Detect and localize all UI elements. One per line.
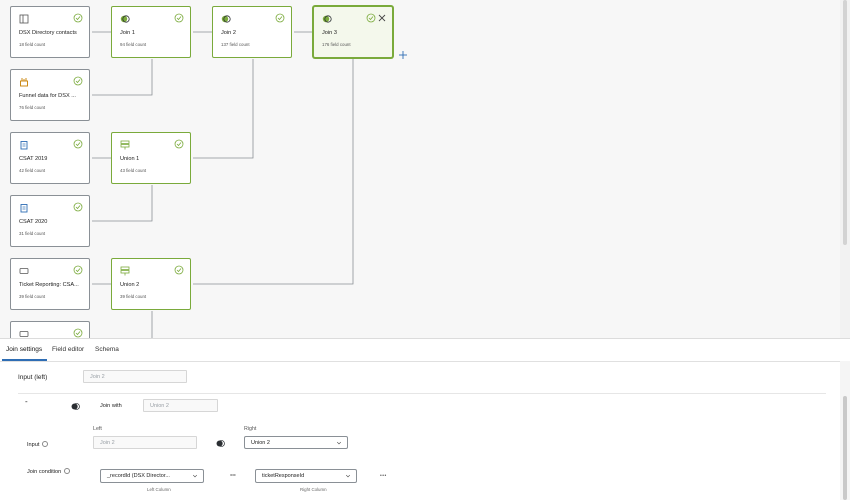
node-union-1[interactable]: Union 1 43 field count (111, 132, 191, 184)
chevron-down-icon (336, 441, 342, 445)
node-connectors (92, 31, 354, 338)
info-icon[interactable] (64, 468, 71, 474)
equals-operator: == (230, 473, 236, 479)
input-right-select[interactable]: Union 2 (244, 436, 348, 449)
properties-panel: Join settings Field editor Schema Input … (0, 338, 850, 500)
node-field-count: 39 field count (19, 294, 46, 299)
node-title: Union 2 (120, 282, 140, 288)
input-label: Input (27, 441, 49, 448)
node-field-count: 176 field count (322, 42, 351, 47)
node-field-count: 76 field count (19, 105, 46, 110)
node-union-2[interactable]: Union 2 39 field count (111, 258, 191, 310)
right-column-select-value: ticketResponseId (262, 473, 305, 479)
left-column-caption: Left Column (147, 487, 171, 492)
pipeline-canvas[interactable]: DSX Directory contacts 18 field count Jo… (0, 0, 840, 338)
right-column-caption: Right Column (300, 487, 327, 492)
check-circle-icon (275, 13, 285, 23)
check-circle-icon (73, 139, 83, 149)
node-title: Ticket Reporting: CSA... (19, 282, 79, 288)
node-partial-source[interactable] (10, 321, 90, 338)
node-field-count: 137 field count (221, 42, 250, 47)
left-column-select-value: _recordId (DSX Director... (107, 473, 170, 479)
active-tab-indicator (2, 359, 47, 361)
check-circle-icon (73, 202, 83, 212)
node-title: Join 3 (322, 30, 337, 36)
clipboard-icon (20, 141, 28, 150)
tab-schema[interactable]: Schema (95, 346, 119, 353)
node-title: CSAT 2020 (19, 219, 48, 225)
node-field-count: 18 field count (19, 42, 46, 47)
panel-scrollbar-thumb[interactable] (843, 396, 847, 500)
funnel-data-icon (20, 78, 28, 87)
clipboard-icon (20, 204, 28, 213)
more-options-button[interactable]: ••• (380, 473, 387, 479)
check-circle-icon (73, 76, 83, 86)
union-icon (120, 140, 130, 150)
join-with-field: Union 2 (143, 399, 218, 412)
node-title: Join 1 (120, 30, 135, 36)
join-icon (322, 15, 332, 23)
close-icon[interactable] (377, 13, 387, 23)
input-left-field: Join 2 (83, 370, 187, 383)
join-icon (221, 15, 231, 23)
node-field-count: 31 field count (19, 231, 46, 236)
join-type-icon (216, 440, 225, 447)
node-dsx-directory-contacts[interactable]: DSX Directory contacts 18 field count (10, 6, 90, 58)
section-divider (18, 393, 826, 394)
join-icon (120, 15, 130, 23)
info-icon[interactable] (42, 441, 49, 447)
node-csat-2019[interactable]: CSAT 2019 42 field count (10, 132, 90, 184)
node-join-1[interactable]: Join 1 94 field count (111, 6, 191, 58)
join-with-label: Join with (100, 403, 122, 409)
check-circle-icon (73, 13, 83, 23)
node-field-count: 39 field count (120, 294, 147, 299)
check-circle-icon (73, 265, 83, 275)
node-field-count: 43 field count (120, 168, 147, 173)
join-type-icon[interactable] (71, 402, 80, 411)
panel-scrollbar[interactable] (840, 361, 850, 500)
panel-tabs: Join settings Field editor Schema (0, 339, 850, 362)
left-column-select[interactable]: _recordId (DSX Director... (100, 469, 204, 483)
node-title: Union 1 (120, 156, 140, 162)
check-circle-icon (73, 328, 83, 338)
node-field-count: 94 field count (120, 42, 147, 47)
chevron-down-icon (192, 474, 198, 478)
node-title: DSX Directory contacts (19, 30, 77, 36)
node-title: CSAT 2019 (19, 156, 48, 162)
tab-join-settings[interactable]: Join settings (6, 346, 43, 353)
check-circle-icon (366, 13, 376, 23)
node-join-3[interactable]: Join 3 176 field count (313, 6, 393, 58)
node-funnel-data[interactable]: Funnel data for DSX ... 76 field count (10, 69, 90, 121)
join-condition-label-text: Join condition (27, 469, 62, 475)
node-join-2[interactable]: Join 2 137 field count (212, 6, 292, 58)
right-column-select[interactable]: ticketResponseId (255, 469, 357, 483)
collapse-toggle[interactable]: - (25, 397, 28, 406)
chevron-down-icon (345, 474, 351, 478)
left-header: Left (93, 426, 102, 432)
node-ticket-reporting[interactable]: Ticket Reporting: CSA... 39 field count (10, 258, 90, 310)
node-field-count: 42 field count (19, 168, 46, 173)
input-left-label: Input (left) (18, 374, 48, 381)
check-circle-icon (174, 265, 184, 275)
node-title: Join 2 (221, 30, 236, 36)
input-label-text: Input (27, 442, 40, 448)
add-node-plus-icon[interactable] (398, 50, 408, 60)
input-right-select-value: Union 2 (251, 440, 270, 446)
ticket-icon (19, 331, 29, 337)
canvas-scrollbar-thumb[interactable] (843, 0, 847, 245)
check-circle-icon (174, 139, 184, 149)
input-left-source-field: Join 2 (93, 436, 197, 449)
check-circle-icon (174, 13, 184, 23)
node-csat-2020[interactable]: CSAT 2020 31 field count (10, 195, 90, 247)
tab-field-editor[interactable]: Field editor (52, 346, 85, 353)
right-header: Right (244, 426, 257, 432)
table-icon (19, 14, 29, 24)
canvas-scrollbar[interactable] (840, 0, 850, 338)
join-condition-label: Join condition (27, 468, 71, 475)
node-title: Funnel data for DSX ... (19, 93, 76, 99)
ticket-icon (19, 268, 29, 274)
union-icon (120, 266, 130, 276)
